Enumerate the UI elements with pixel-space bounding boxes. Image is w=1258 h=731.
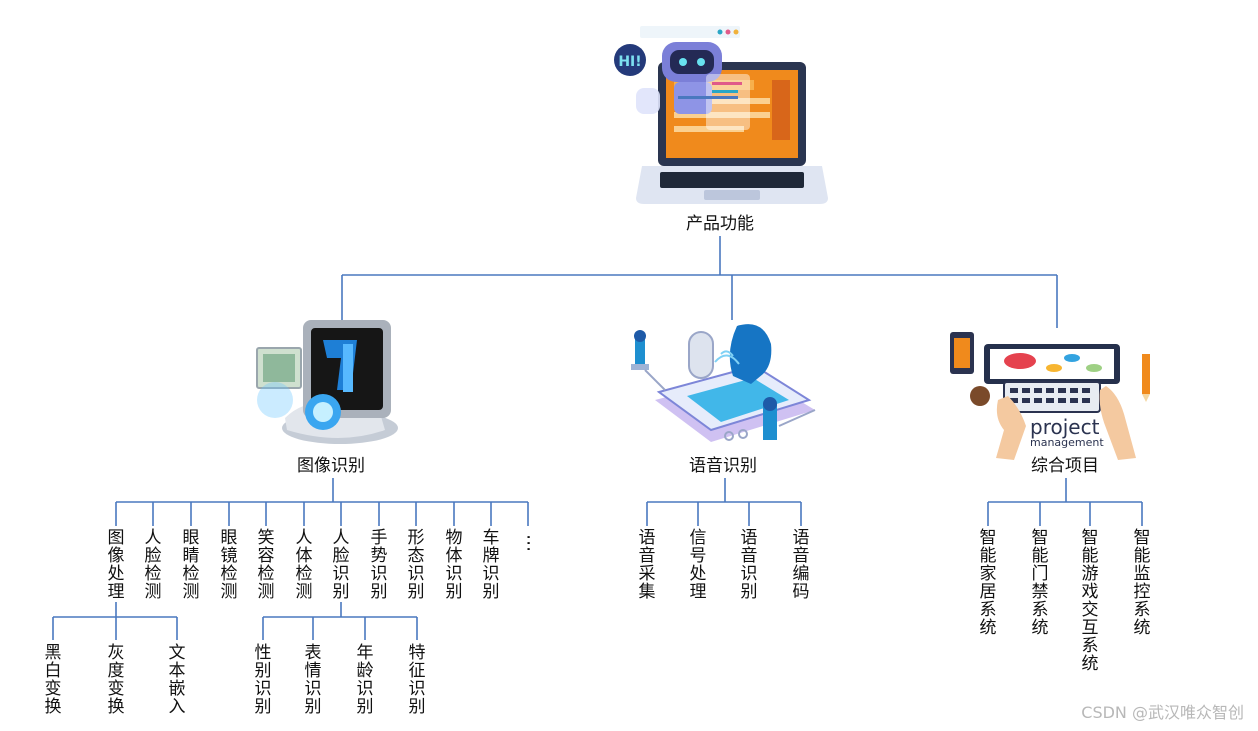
laptop-robot-illustration: HI! [614, 26, 828, 204]
node-smart-access: 智能门禁系统 [1031, 528, 1049, 638]
node-body-detection: 人体检测 [295, 528, 313, 602]
node-expression-recognition: 表情识别 [304, 643, 322, 717]
svg-text:HI!: HI! [618, 54, 641, 70]
node-speech-recognition: 语音识别 [740, 528, 758, 602]
node-feature-recognition: 特征识别 [408, 643, 426, 717]
node-speech-capture: 语音采集 [638, 528, 656, 602]
node-smile-detection: 笑容检测 [257, 528, 275, 602]
node-face-detection: 人脸检测 [144, 528, 162, 602]
node-glasses-detection: 眼镜检测 [220, 528, 238, 602]
category-speech-recognition: 语音识别 [689, 456, 757, 476]
node-text-embedding: 文本嵌入 [168, 643, 186, 717]
node-signal-processing: 信号处理 [689, 528, 707, 602]
node-bw-transform: 黑白变换 [44, 643, 62, 717]
root-label: 产品功能 [686, 214, 754, 234]
project-management-illustration: project management [950, 332, 1150, 460]
project-word: project [1030, 415, 1100, 439]
category-integrated-projects: 综合项目 [1031, 456, 1099, 476]
node-smart-game: 智能游戏交互系统 [1081, 528, 1099, 674]
node-ellipsis: ⋯ [518, 534, 539, 552]
category-image-recognition: 图像识别 [297, 456, 365, 476]
image-recognition-illustration [256, 320, 398, 444]
node-object-recognition: 物体识别 [445, 528, 463, 602]
watermark: CSDN @武汉唯众智创 [1081, 703, 1244, 722]
node-plate-recognition: 车牌识别 [482, 528, 500, 602]
node-age-recognition: 年龄识别 [356, 643, 374, 717]
node-speech-encoding: 语音编码 [792, 528, 810, 602]
node-smart-monitoring: 智能监控系统 [1133, 528, 1151, 638]
node-face-recognition: 人脸识别 [332, 528, 350, 602]
node-image-processing: 图像处理 [107, 528, 125, 602]
speech-recognition-illustration [631, 324, 816, 442]
node-gray-transform: 灰度变换 [107, 643, 125, 717]
node-gesture-recognition: 手势识别 [370, 528, 388, 602]
node-gender-recognition: 性别识别 [254, 643, 272, 717]
node-shape-recognition: 形态识别 [407, 528, 425, 602]
node-smart-home: 智能家居系统 [979, 528, 997, 638]
node-eye-detection: 眼睛检测 [182, 528, 200, 602]
management-word: management [1030, 436, 1104, 449]
